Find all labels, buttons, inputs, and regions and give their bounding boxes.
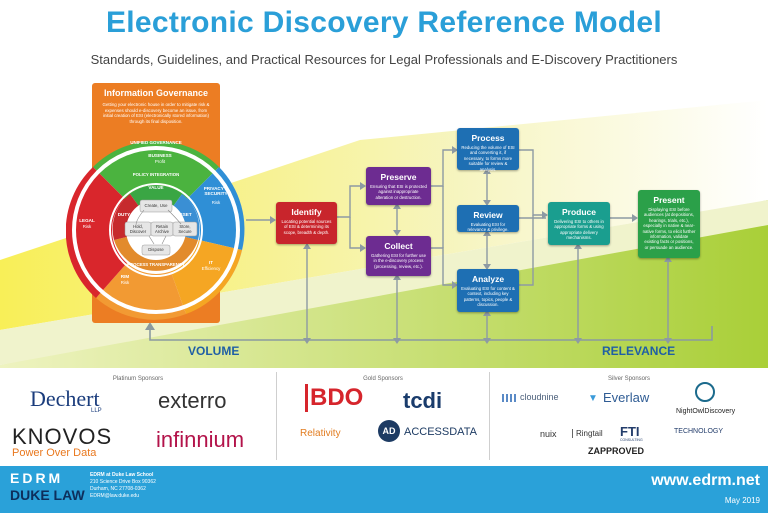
wheel-business-label: BUSINESS (148, 153, 172, 158)
footer-address-line-2: 210 Science Drive Box 90362 (90, 479, 156, 485)
collect-description: Gathering ESI for further use in the e-d… (371, 253, 426, 269)
cloudnine-icon (502, 394, 516, 402)
page-title: Electronic Discovery Reference Model (105, 6, 662, 39)
ringtail-logo[interactable]: Ringtail (572, 429, 603, 438)
wheel-legal-sub: Risk (82, 224, 92, 229)
wheel-asset-label: ASSET (176, 212, 192, 217)
knovos-logo[interactable]: KNOVOS (12, 424, 113, 449)
cloudnine-logo[interactable]: cloudnine (520, 392, 559, 402)
sponsor-divider-2 (489, 372, 490, 460)
identify-node: Identify Locating potential sources of E… (276, 202, 337, 244)
present-description: Displaying ESI before audiences (at depo… (642, 207, 696, 250)
everlaw-icon: ▼ (588, 393, 598, 404)
nightowl-logo[interactable]: NightOwlDiscovery (676, 408, 736, 415)
fti-logo[interactable]: FTI (620, 424, 640, 439)
produce-title: Produce (561, 207, 596, 217)
review-title: Review (473, 210, 503, 220)
accessdata-logo[interactable]: ACCESSDATA (404, 426, 477, 438)
wheel-duty-label: DUTY (117, 212, 131, 217)
wheel-policy-integration: POLICY INTEGRATION (132, 172, 180, 177)
wheel-hold-discover: Hold, Discover (129, 224, 147, 234)
wheel-privacy-sub: Risk (211, 200, 221, 205)
page-subtitle: Standards, Guidelines, and Practical Res… (90, 52, 678, 67)
volume-relevance-arrow (145, 322, 713, 341)
present-title: Present (653, 195, 685, 205)
duke-law-logo: DUKE LAW (10, 487, 85, 503)
tcdi-logo[interactable]: tcdi (403, 388, 443, 413)
gold-sponsors-heading: Gold Sponsors (363, 376, 403, 382)
everlaw-logo[interactable]: Everlaw (603, 390, 650, 405)
footer-address-line-1: EDRM at Duke Law School (90, 472, 154, 478)
wheel-business-sub: Profit (154, 159, 166, 164)
review-description: Evaluating ESI for relevance & privilege… (467, 222, 509, 233)
wheel-value-label: VALUE (148, 185, 164, 190)
identify-title: Identify (291, 207, 322, 217)
wheel-privacy-label: PRIVACY & SECURITY (203, 186, 229, 196)
footer-bar (0, 466, 768, 513)
wheel-retain-archive: Retain Archive (155, 224, 169, 234)
analyze-description: Evaluating ESI for content & context, in… (461, 286, 515, 308)
footer-email[interactable]: EDRM@law.duke.edu (90, 493, 139, 499)
wheel-legal-label: LEGAL (79, 218, 95, 223)
process-title: Process (471, 133, 505, 143)
information-governance-title: Information Governance (103, 88, 209, 98)
analyze-title: Analyze (471, 274, 505, 284)
information-governance-wheel (66, 140, 245, 320)
analyze-node: Analyze Evaluating ESI for content & con… (457, 269, 519, 312)
review-node: Review Evaluating ESI for relevance & pr… (457, 205, 519, 232)
produce-node: Produce Delivering ESI to others in appr… (548, 202, 610, 245)
nightowl-icon (695, 382, 715, 402)
identify-description: Locating potential sources of ESI & dete… (281, 219, 332, 235)
wheel-process-transparency: PROCESS TRANSPARENCY (127, 262, 185, 267)
present-node: Present Displaying ESI before audiences … (638, 190, 700, 258)
wheel-create-use: Create, Use (144, 203, 168, 208)
collect-node: Collect Gathering ESI for further use in… (366, 236, 431, 276)
wheel-rim-sub: Risk (120, 280, 130, 285)
accessdata-icon: AD (378, 420, 400, 442)
preserve-description: Ensuring that ESI is protected against i… (370, 184, 427, 200)
edrm-logo: EDRM (10, 470, 64, 486)
preserve-node: Preserve Ensuring that ESI is protected … (366, 167, 431, 205)
information-governance-description: Getting your electronic house in order t… (102, 102, 210, 124)
wheel-it-sub: Efficiency (201, 266, 221, 271)
sponsors-section (0, 368, 768, 466)
exterro-logo[interactable]: exterro (158, 388, 227, 413)
process-description: Reducing the volume of ESI and convertin… (461, 145, 515, 172)
relevance-label: RELEVANCE (602, 344, 676, 358)
footer-date: May 2019 (724, 496, 760, 505)
collect-title: Collect (384, 241, 413, 251)
process-node: Process Reducing the volume of ESI and c… (457, 128, 519, 172)
knovos-tagline: Power Over Data (12, 447, 97, 459)
dechert-logo[interactable]: Dechert (30, 386, 100, 411)
zapproved-logo[interactable]: ZAPPROVED (588, 446, 645, 456)
bdo-logo[interactable]: BDO (305, 384, 363, 412)
relativity-logo[interactable]: Relativity (300, 428, 341, 439)
business-segment (93, 140, 219, 230)
wheel-dispose: Dispose (148, 247, 164, 252)
wheel-it-label: IT (208, 260, 214, 265)
wheel-store-secure: Store, Secure (178, 224, 192, 234)
produce-description: Delivering ESI to others in appropriate … (554, 219, 604, 241)
wheel-rim-label: RIM (120, 274, 130, 279)
fti-consulting: CONSULTING (620, 438, 643, 442)
dechert-llp: LLP (91, 408, 102, 414)
platinum-sponsors-heading: Platinum Sponsors (112, 376, 164, 382)
sponsor-divider-1 (276, 372, 277, 460)
silver-sponsors-heading: Silver Sponsors (607, 376, 651, 382)
nuix-logo[interactable]: nuix (540, 429, 557, 439)
footer-address-line-3: Durham, NC 27708-0362 (90, 486, 146, 492)
wheel-unified-governance: UNIFIED GOVERNANCE (130, 140, 182, 145)
preserve-title: Preserve (380, 172, 417, 182)
fti-technology: TECHNOLOGY (674, 428, 724, 435)
edrm-website-link[interactable]: www.edrm.net (651, 472, 760, 489)
volume-label: VOLUME (188, 344, 240, 358)
infinnium-logo[interactable]: infinnium (156, 427, 245, 452)
